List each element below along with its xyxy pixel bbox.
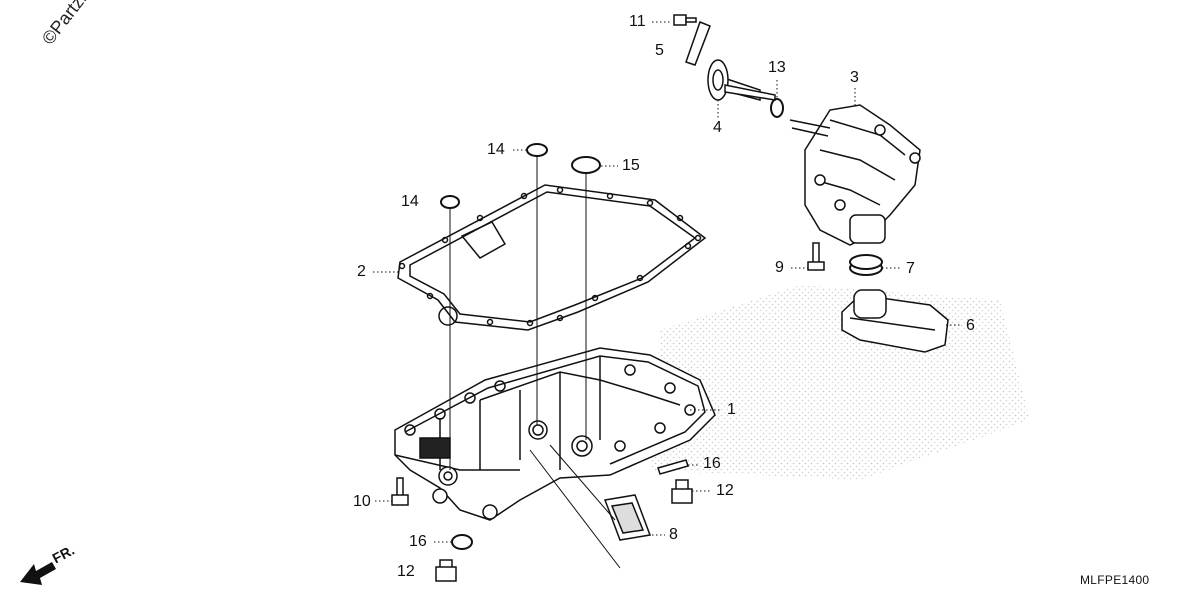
o-ring-7 <box>849 254 883 276</box>
bolt-11 <box>673 14 697 26</box>
callout-14-lower: 14 <box>401 193 419 210</box>
front-direction-arrow <box>20 562 56 585</box>
pump-shaft-gear <box>707 59 776 101</box>
dowel-pin-16 <box>657 459 689 475</box>
callout-9: 9 <box>775 259 784 276</box>
oil-pan <box>394 347 716 521</box>
callout-4: 4 <box>713 119 722 136</box>
callout-10: 10 <box>353 493 371 510</box>
o-ring-14a <box>526 143 548 157</box>
leader-lines <box>449 157 621 569</box>
callout-12-right: 12 <box>716 482 734 499</box>
leader-8-diagonal-2 <box>549 444 616 521</box>
bolt-10 <box>391 477 409 506</box>
oil-strainer <box>841 289 949 353</box>
diagram-code: MLFPE1400 <box>1080 573 1150 587</box>
leader-8-diagonal <box>529 449 621 569</box>
o-ring-14b <box>440 195 460 209</box>
bolt-9 <box>807 242 825 271</box>
washer-13 <box>770 98 784 118</box>
callout-11: 11 <box>629 13 646 30</box>
oil-pump <box>789 104 921 246</box>
shadow-background <box>650 285 1030 480</box>
plate <box>685 21 711 66</box>
washer-16 <box>451 534 473 550</box>
callout-5: 5 <box>655 42 664 59</box>
dotted-leaders <box>373 21 962 543</box>
filter-plate <box>603 494 652 541</box>
callout-16-right: 16 <box>703 455 721 472</box>
callout-1: 1 <box>727 401 736 418</box>
callout-16-bottom: 16 <box>409 533 427 550</box>
callout-13: 13 <box>768 59 786 76</box>
drain-plug-right <box>671 479 693 504</box>
callout-8: 8 <box>669 526 678 543</box>
o-ring-15 <box>571 156 601 174</box>
callout-14-upper: 14 <box>487 141 505 158</box>
callout-7: 7 <box>906 260 915 277</box>
callout-3: 3 <box>850 69 859 86</box>
drain-plug-bottom <box>435 559 457 582</box>
oil-pan-gasket <box>397 184 707 331</box>
callout-15: 15 <box>622 157 640 174</box>
callout-2: 2 <box>357 263 366 280</box>
callout-12-bottom: 12 <box>397 563 415 580</box>
callout-6: 6 <box>966 317 975 334</box>
